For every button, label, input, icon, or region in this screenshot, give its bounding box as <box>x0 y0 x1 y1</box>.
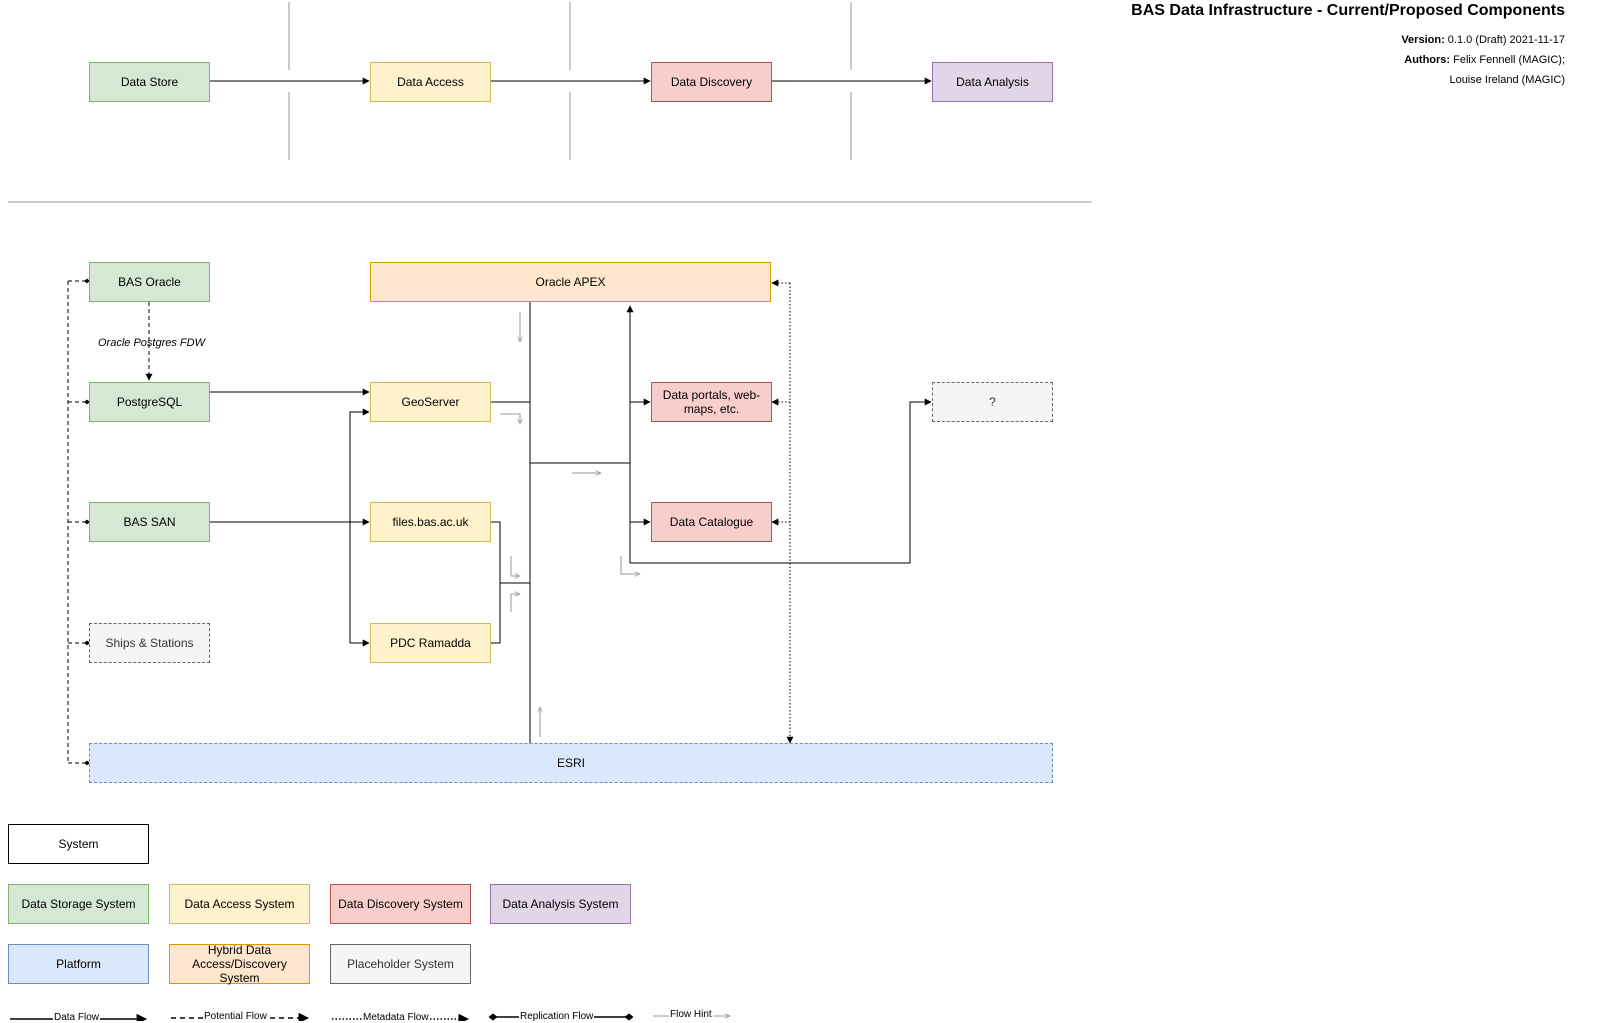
authors-label: Authors: <box>1404 54 1451 66</box>
node-esri[interactable]: ESRI <box>89 743 1053 783</box>
legend-system: System <box>8 824 149 864</box>
node-postgresql[interactable]: PostgreSQL <box>89 382 210 422</box>
authors-line: Authors: Felix Fennell (MAGIC); <box>1404 54 1565 66</box>
version-label: Version: <box>1401 34 1445 46</box>
data-flow-lines <box>209 302 932 743</box>
legend-replication-flow: Replication Flow <box>519 1011 595 1022</box>
version-line: Version: 0.1.0 (Draft) 2021-11-17 <box>1401 34 1565 46</box>
node-data-portals[interactable]: Data portals, web-maps, etc. <box>651 382 772 422</box>
stage-data-analysis[interactable]: Data Analysis <box>932 62 1053 102</box>
node-bas-oracle[interactable]: BAS Oracle <box>89 262 210 302</box>
legend-placeholder: Placeholder System <box>330 944 471 984</box>
legend-discovery: Data Discovery System <box>330 884 471 924</box>
node-files-bas[interactable]: files.bas.ac.uk <box>370 502 491 542</box>
node-oracle-apex[interactable]: Oracle APEX <box>370 262 771 302</box>
legend-hybrid: Hybrid Data Access/Discovery System <box>169 943 310 985</box>
legend-flow-hint: Flow Hint <box>669 1009 713 1020</box>
diagram-title: BAS Data Infrastructure - Current/Propos… <box>1131 2 1565 19</box>
stage-dividers <box>288 2 852 160</box>
authors-line1: Felix Fennell (MAGIC); <box>1453 54 1565 66</box>
legend-metadata-flow: Metadata Flow <box>362 1012 430 1023</box>
node-pdc-ramadda[interactable]: PDC Ramadda <box>370 623 491 663</box>
stage-data-access[interactable]: Data Access <box>370 62 491 102</box>
authors-line2: Louise Ireland (MAGIC) <box>1449 74 1565 86</box>
stage-data-discovery[interactable]: Data Discovery <box>651 62 772 102</box>
metadata-flow-lines <box>771 279 794 744</box>
legend-platform: Platform <box>8 944 149 984</box>
node-ships-stations[interactable]: Ships & Stations <box>89 623 210 663</box>
node-geoserver[interactable]: GeoServer <box>370 382 491 422</box>
legend-storage: Data Storage System <box>8 884 149 924</box>
legend-analysis: Data Analysis System <box>490 884 631 924</box>
node-data-catalogue[interactable]: Data Catalogue <box>651 502 772 542</box>
legend-access: Data Access System <box>169 884 310 924</box>
fdw-label: Oracle Postgres FDW <box>98 337 205 349</box>
legend-potential-flow: Potential Flow <box>203 1011 268 1022</box>
node-unknown[interactable]: ? <box>932 382 1053 422</box>
stage-data-store[interactable]: Data Store <box>89 62 210 102</box>
version-value: 0.1.0 (Draft) 2021-11-17 <box>1447 34 1565 46</box>
legend-data-flow: Data Flow <box>53 1012 101 1023</box>
replication-dashed-bus <box>67 278 153 766</box>
flow-hint-arrows <box>500 312 640 737</box>
node-bas-san[interactable]: BAS SAN <box>89 502 210 542</box>
